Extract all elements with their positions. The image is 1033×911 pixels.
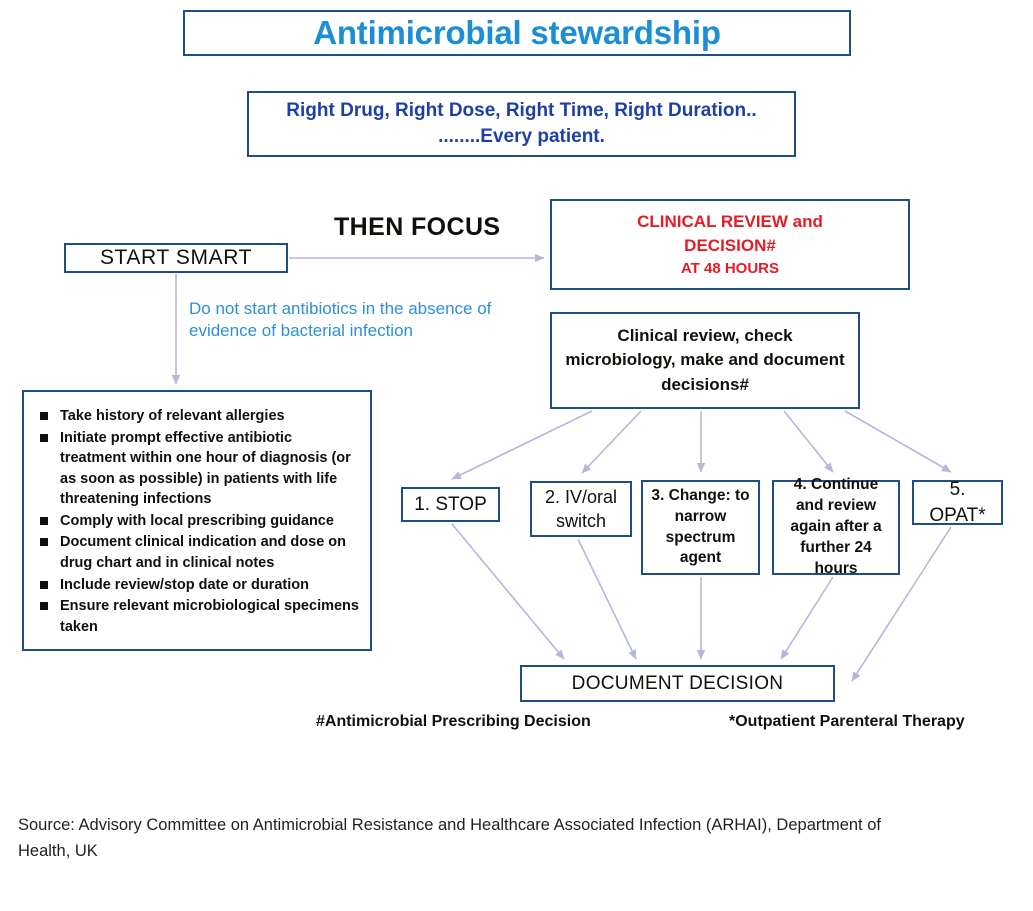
start-smart-actions-list: Take history of relevant allergies Initi… — [24, 392, 370, 638]
list-item: Ensure relevant microbiological specimen… — [38, 596, 360, 637]
clinical-decision-line-1: CLINICAL REVIEW and — [637, 212, 823, 232]
subtitle-box: Right Drug, Right Dose, Right Time, Righ… — [247, 91, 796, 157]
list-item: Document clinical indication and dose on… — [38, 532, 360, 573]
decision-option-3-label: 3. Change: to narrow spectrum agent — [651, 486, 750, 567]
clinical-review-actions-text: Clinical review, check microbiology, mak… — [565, 325, 845, 394]
decision-option-5-opat: 5. OPAT* — [912, 478, 1003, 526]
document-decision-label: DOCUMENT DECISION — [571, 672, 784, 694]
subtitle-line-2: ........Every patient. — [438, 126, 605, 147]
source-citation: Source: Advisory Committee on Antimicrob… — [18, 816, 881, 860]
start-smart-box: START SMART — [64, 243, 288, 273]
list-item: Include review/stop date or duration — [38, 575, 360, 596]
decision-option-5-label: 5. OPAT* — [929, 478, 986, 526]
arrow-review-to-opt-4 — [783, 410, 834, 473]
arrow-opt-4-to-document — [780, 576, 834, 660]
clinical-review-actions-box: Clinical review, check microbiology, mak… — [550, 312, 860, 409]
start-smart-actions-box: Take history of relevant allergies Initi… — [22, 390, 372, 651]
arrow-opt-1-to-document — [451, 523, 565, 660]
list-item: Take history of relevant allergies — [38, 406, 360, 427]
decision-option-2-label: 2. IV/oral switch — [544, 486, 618, 531]
arrow-review-to-opt-2 — [581, 410, 642, 474]
caution-note: Do not start antibiotics in the absence … — [189, 299, 492, 341]
footnote-hash: #Antimicrobial Prescribing Decision — [316, 713, 591, 730]
decision-option-3-change-narrow-spectrum: 3. Change: to narrow spectrum agent — [641, 480, 760, 575]
arrow-review-to-opt-1 — [451, 410, 593, 480]
page-title: Antimicrobial stewardship — [313, 13, 721, 51]
decision-option-4-label: 4. Continue and review again after a fur… — [790, 476, 882, 577]
decision-option-1-label: 1. STOP — [414, 493, 487, 515]
document-decision-box: DOCUMENT DECISION — [520, 665, 835, 702]
then-focus-label: THEN FOCUS — [334, 213, 501, 241]
decision-option-1-stop: 1. STOP — [401, 487, 500, 522]
clinical-decision-line-3: AT 48 HOURS — [680, 259, 780, 277]
decision-option-2-iv-oral-switch: 2. IV/oral switch — [530, 481, 632, 537]
arrow-opt-2-to-document — [577, 538, 637, 660]
decision-option-4-continue-and-review: 4. Continue and review again after a fur… — [772, 476, 900, 577]
subtitle-line-1: Right Drug, Right Dose, Right Time, Righ… — [286, 100, 757, 122]
arrow-review-to-opt-5 — [844, 410, 952, 473]
clinical-decision-line-2: DECISION# — [684, 236, 776, 255]
clinical-review-decision-box: CLINICAL REVIEW and DECISION# AT 48 HOUR… — [550, 199, 910, 290]
list-item: Comply with local prescribing guidance — [38, 511, 360, 532]
page-title-box: Antimicrobial stewardship — [183, 10, 851, 56]
list-item: Initiate prompt effective antibiotic tre… — [38, 428, 360, 510]
footnote-star: *Outpatient Parenteral Therapy — [729, 713, 965, 730]
start-smart-label: START SMART — [99, 246, 253, 269]
subtitle-text: Right Drug, Right Dose, Right Time, Righ… — [280, 98, 762, 149]
clinical-review-decision-text: CLINICAL REVIEW and DECISION# AT 48 HOUR… — [629, 210, 831, 279]
